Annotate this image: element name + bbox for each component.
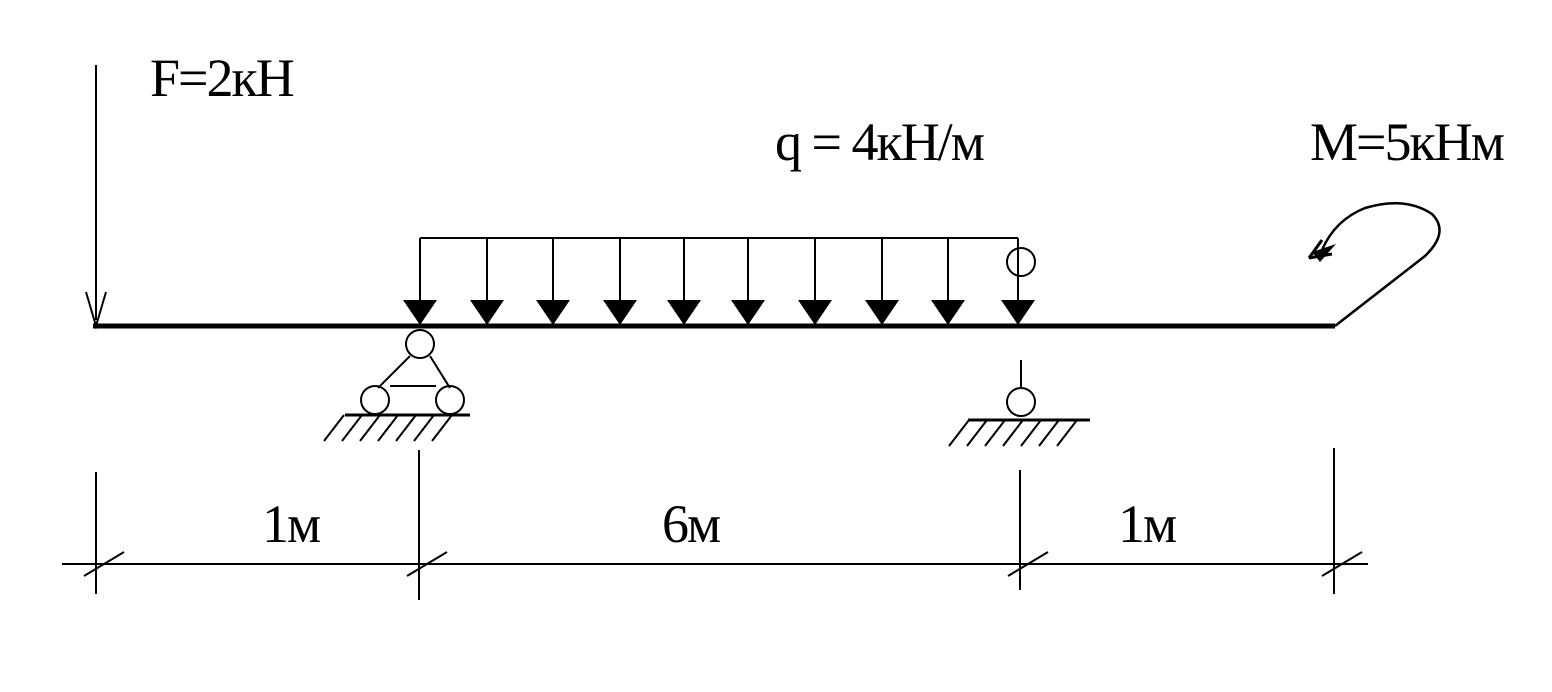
distributed-load-label: q = 4кН/м (775, 112, 984, 172)
load-arrow-head (798, 300, 832, 325)
ground-hatch (1056, 419, 1078, 447)
ground-hatch (984, 419, 1006, 447)
load-arrow-head (667, 300, 701, 325)
load-arrow-head (931, 300, 965, 325)
moment-arrow (1307, 202, 1441, 327)
ground-hatch (1038, 419, 1060, 447)
ground-hatch (966, 419, 988, 447)
dimension-lines (62, 448, 1368, 600)
ground-hatch (377, 414, 399, 442)
ground-hatch (1020, 419, 1042, 447)
ground-hatch (431, 414, 453, 442)
ground-hatch (1002, 419, 1024, 447)
dimension-left-label: 1м (262, 494, 320, 554)
load-arrow-head (865, 300, 899, 325)
ground-hatch (395, 414, 417, 442)
moment-label: M=5кНм (1310, 112, 1504, 172)
load-arrow-head (731, 300, 765, 325)
distributed-load (403, 237, 1035, 325)
load-arrow-head (470, 300, 504, 325)
roller-support-icon (948, 247, 1090, 447)
pinned-support-icon (323, 329, 470, 442)
ground-hatch (323, 414, 345, 442)
force-label: F=2кН (150, 48, 294, 108)
dimension-middle-label: 6м (662, 494, 720, 554)
load-arrow-head (1001, 300, 1035, 325)
load-arrow-head (536, 300, 570, 325)
force-arrow (85, 65, 107, 330)
dimension-right-label: 1м (1118, 494, 1176, 554)
ground-hatch (359, 414, 381, 442)
ground-hatch (341, 414, 363, 442)
load-arrow-head (603, 300, 637, 325)
ground-hatch (948, 419, 970, 447)
ground-hatch (413, 414, 435, 442)
load-arrow-head (403, 300, 437, 325)
